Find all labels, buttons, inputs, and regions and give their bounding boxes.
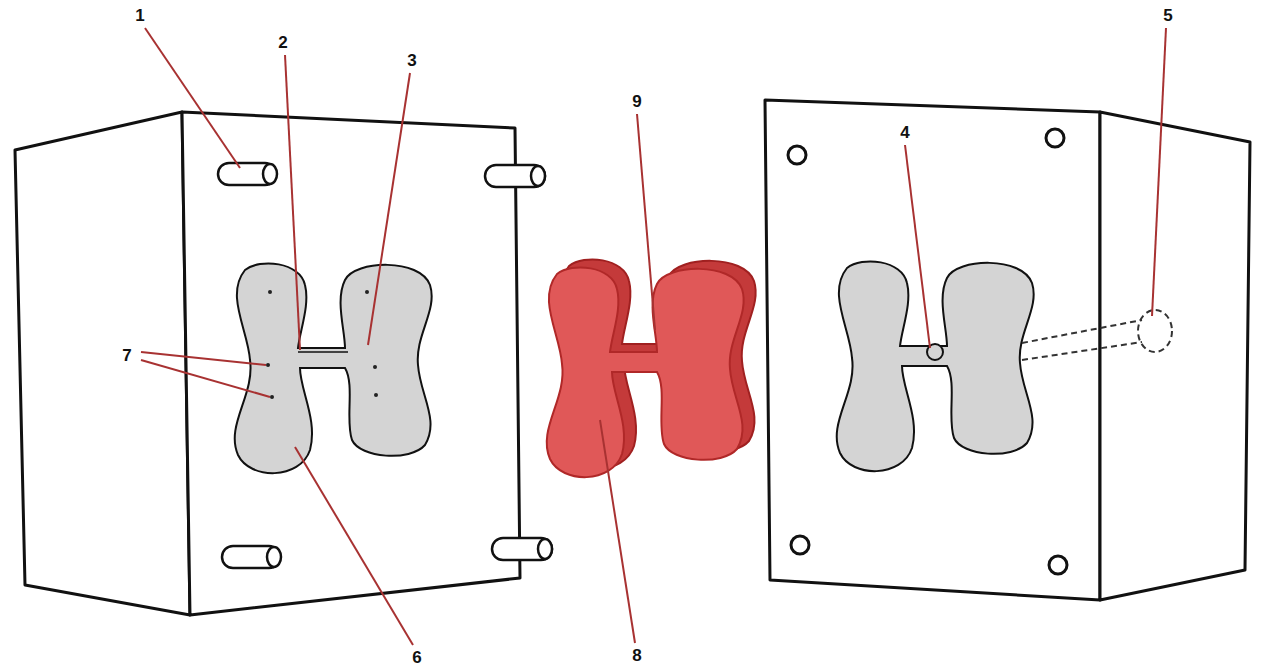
- callout-number: 7: [122, 347, 131, 364]
- callout-number: 8: [632, 647, 641, 664]
- callout-number: 2: [278, 34, 287, 51]
- callout-number: 5: [1163, 7, 1172, 24]
- callout-number: 4: [900, 124, 909, 141]
- leader-lines: [141, 28, 1166, 645]
- callout-number: 3: [407, 52, 416, 69]
- callout-number: 1: [135, 7, 144, 24]
- callout-number: 6: [412, 649, 421, 666]
- callout-number: 9: [632, 93, 641, 110]
